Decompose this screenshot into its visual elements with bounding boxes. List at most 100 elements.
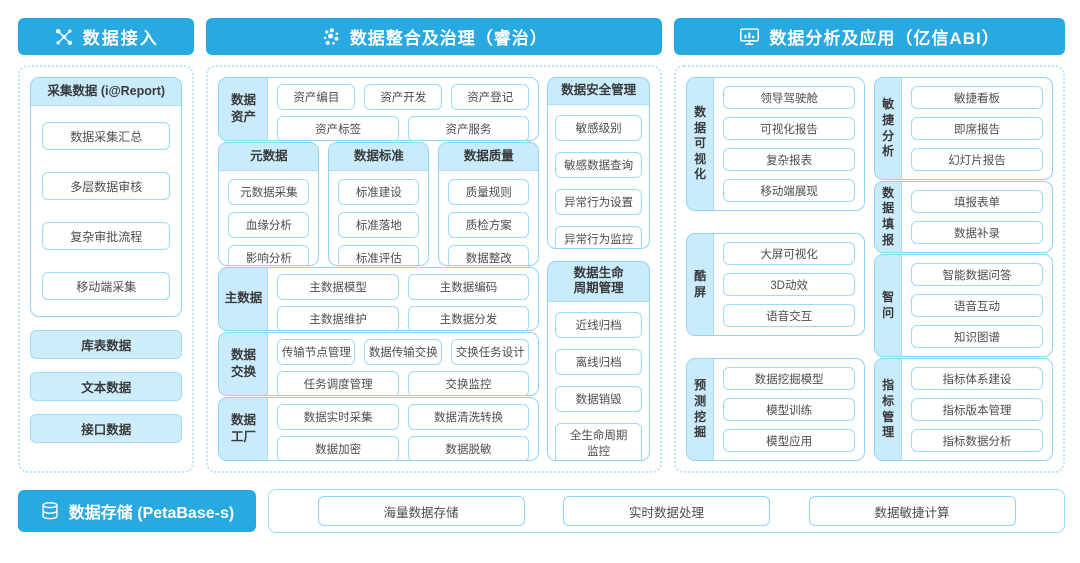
- diagram-node: 可视化报告: [723, 117, 856, 140]
- analysis-right-column: 敏捷分析 敏捷看板 即席报告 幻灯片报告 数据填报 填报表单 数据补录: [874, 77, 1054, 461]
- data-quality-body: 质量规则 质检方案 数据整改: [439, 171, 538, 265]
- data-factory-box: 数据工厂 数据实时采集 数据清洗转换 数据加密 数据脱敏: [218, 397, 540, 461]
- analysis-panel: 数据可视化 领导驾驶舱 可视化报告 复杂报表 移动端展现 酷屏 大屏可视化 3D…: [674, 65, 1065, 473]
- metadata-title: 元数据: [219, 143, 319, 171]
- diagram-node: 移动端采集: [42, 272, 171, 300]
- diagram-node: 数据采集汇总: [42, 122, 171, 150]
- governance-main: 数据资产 资产编目 资产开发 资产登记 资产标签 资产服务: [218, 77, 540, 461]
- analysis-column: 数据分析及应用（亿信ABI） 数据可视化 领导驾驶舱 可视化报告 复杂报表 移动…: [674, 18, 1065, 473]
- diagram-node: 质检方案: [448, 212, 530, 238]
- diagram-node: 多层数据审核: [42, 172, 171, 200]
- diagram-node: 影响分析: [228, 245, 310, 265]
- diagram-node: 海量数据存储: [317, 496, 525, 526]
- agile-analysis-label: 敏捷分析: [875, 78, 903, 179]
- diagram-node: 任务调度管理: [277, 371, 399, 395]
- database-icon: [42, 502, 58, 520]
- network-dots-icon: [55, 28, 72, 45]
- diagram-node: 资产标签: [277, 116, 399, 140]
- diagram-node: 模型训练: [723, 398, 856, 421]
- governance-header: 数据整合及治理（睿治）: [206, 18, 663, 55]
- diagram-node: 资产登记: [451, 84, 530, 110]
- diagram-node: 交换任务设计: [451, 339, 530, 365]
- cool-screen-box: 酷屏 大屏可视化 3D动效 语音交互: [686, 233, 866, 336]
- governance-side: 数据安全管理 敏感级别 敏感数据查询 异常行为设置 异常行为监控 数据生命周期管…: [547, 77, 651, 461]
- collect-data-box: 采集数据 (i@Report) 数据采集汇总 多层数据审核 复杂审批流程 移动端…: [30, 77, 183, 317]
- diagram-node: 主数据分发: [407, 306, 530, 330]
- data-quality-title: 数据质量: [439, 143, 539, 171]
- data-lifecycle-title: 数据生命周期管理: [548, 261, 650, 302]
- data-reporting-box: 数据填报 填报表单 数据补录: [874, 181, 1054, 253]
- node-row: 传输节点管理 数据传输交换 交换任务设计: [277, 339, 530, 365]
- diagram-node: 标准评估: [338, 245, 420, 265]
- data-reporting-body: 填报表单 数据补录: [902, 182, 1052, 252]
- diagram-node: 交换监控: [407, 371, 530, 395]
- diagram-node: 近线归档: [555, 311, 643, 338]
- diagram-node: 幻灯片报告: [911, 148, 1044, 171]
- diagram-node: 指标数据分析: [911, 429, 1044, 452]
- diagram-node: 3D动效: [723, 273, 856, 296]
- source-node: 接口数据: [30, 414, 183, 443]
- dot-cluster-icon: [323, 27, 339, 45]
- analysis-left-column: 数据可视化 领导驾驶舱 可视化报告 复杂报表 移动端展现 酷屏 大屏可视化 3D…: [686, 77, 866, 461]
- indicator-management-label: 指标管理: [875, 359, 903, 460]
- diagram-node: 元数据采集: [228, 179, 310, 205]
- diagram-node: 资产编目: [277, 84, 356, 110]
- data-exchange-grid: 传输节点管理 数据传输交换 交换任务设计 任务调度管理 交换监控: [268, 333, 538, 395]
- diagram-node: 大屏可视化: [723, 242, 856, 265]
- indicator-management-body: 指标体系建设 指标版本管理 指标数据分析: [902, 359, 1052, 460]
- diagram-node: 模型应用: [723, 429, 856, 452]
- data-security-box: 数据安全管理 敏感级别 敏感数据查询 异常行为设置 异常行为监控: [547, 77, 651, 249]
- data-standard-body: 标准建设 标准落地 标准评估: [329, 171, 428, 265]
- data-asset-box: 数据资产 资产编目 资产开发 资产登记 资产标签 资产服务: [218, 77, 540, 141]
- diagram-node: 主数据编码: [407, 274, 530, 300]
- access-header: 数据接入: [18, 18, 195, 55]
- analysis-header: 数据分析及应用（亿信ABI）: [674, 18, 1065, 55]
- predictive-mining-box: 预测挖掘 数据挖掘模型 模型训练 模型应用: [686, 358, 866, 461]
- storage-header-label: 数据存储 (PetaBase-s): [68, 505, 235, 522]
- diagram-node: 资产服务: [407, 116, 530, 140]
- data-visualization-label: 数据可视化: [687, 78, 715, 210]
- diagram-node: 敏感级别: [555, 115, 643, 141]
- diagram-node: 数据销毁: [555, 385, 643, 412]
- node-row: 主数据维护 主数据分发: [277, 306, 530, 330]
- diagram-node: 语音互动: [911, 294, 1044, 317]
- node-row: 主数据模型 主数据编码: [277, 274, 530, 300]
- diagram-node: 领导驾驶舱: [723, 86, 856, 109]
- data-reporting-label: 数据填报: [875, 182, 903, 252]
- diagram-node: 指标体系建设: [911, 367, 1044, 390]
- data-quality-box: 数据质量 质量规则 质检方案 数据整改: [438, 142, 540, 266]
- diagram-node: 数据传输交换: [364, 339, 443, 365]
- metadata-box: 元数据 元数据采集 血缘分析 影响分析: [218, 142, 320, 266]
- predictive-mining-label: 预测挖掘: [687, 359, 715, 460]
- node-row: 数据实时采集 数据清洗转换: [277, 404, 530, 430]
- data-factory-grid: 数据实时采集 数据清洗转换 数据加密 数据脱敏: [268, 398, 538, 460]
- collect-data-body: 数据采集汇总 多层数据审核 复杂审批流程 移动端采集: [31, 106, 181, 316]
- collect-data-title: 采集数据 (i@Report): [31, 78, 182, 106]
- node-row: 数据加密 数据脱敏: [277, 436, 530, 460]
- data-visualization-box: 数据可视化 领导驾驶舱 可视化报告 复杂报表 移动端展现: [686, 77, 866, 211]
- diagram-node: 知识图谱: [911, 325, 1044, 348]
- data-exchange-box: 数据交换 传输节点管理 数据传输交换 交换任务设计 任务调度管理 交换监控: [218, 332, 540, 396]
- access-column: 数据接入 采集数据 (i@Report) 数据采集汇总 多层数据审核 复杂审批流…: [18, 18, 195, 473]
- governance-header-label: 数据整合及治理（睿治）: [349, 29, 548, 48]
- master-data-box: 主数据 主数据模型 主数据编码 主数据维护 主数据分发: [218, 267, 540, 331]
- storage-capabilities: 海量数据存储 实时数据处理 数据敏捷计算: [268, 489, 1065, 533]
- diagram-node: 实时数据处理: [563, 496, 770, 526]
- diagram-node: 异常行为监控: [555, 226, 643, 248]
- top-panels: 数据接入 采集数据 (i@Report) 数据采集汇总 多层数据审核 复杂审批流…: [18, 18, 1065, 473]
- data-lifecycle-body: 近线归档 离线归档 数据销毁 全生命周期监控: [548, 302, 649, 460]
- indicator-management-box: 指标管理 指标体系建设 指标版本管理 指标数据分析: [874, 358, 1054, 461]
- diagram-node: 资产开发: [364, 84, 443, 110]
- data-asset-grid: 资产编目 资产开发 资产登记 资产标签 资产服务: [268, 78, 538, 140]
- data-lifecycle-box: 数据生命周期管理 近线归档 离线归档 数据销毁 全生命周期监控: [547, 260, 651, 461]
- access-panel: 采集数据 (i@Report) 数据采集汇总 多层数据审核 复杂审批流程 移动端…: [18, 65, 195, 473]
- diagram-node: 敏感数据查询: [555, 152, 643, 178]
- diagram-node: 即席报告: [911, 117, 1044, 140]
- data-standard-box: 数据标准 标准建设 标准落地 标准评估: [328, 142, 430, 266]
- governance-panel: 数据资产 资产编目 资产开发 资产登记 资产标签 资产服务: [206, 65, 663, 473]
- metadata-body: 元数据采集 血缘分析 影响分析: [219, 171, 318, 265]
- data-asset-label: 数据资产: [219, 78, 269, 140]
- diagram-node: 异常行为设置: [555, 189, 643, 215]
- diagram-node: 数据整改: [448, 245, 530, 265]
